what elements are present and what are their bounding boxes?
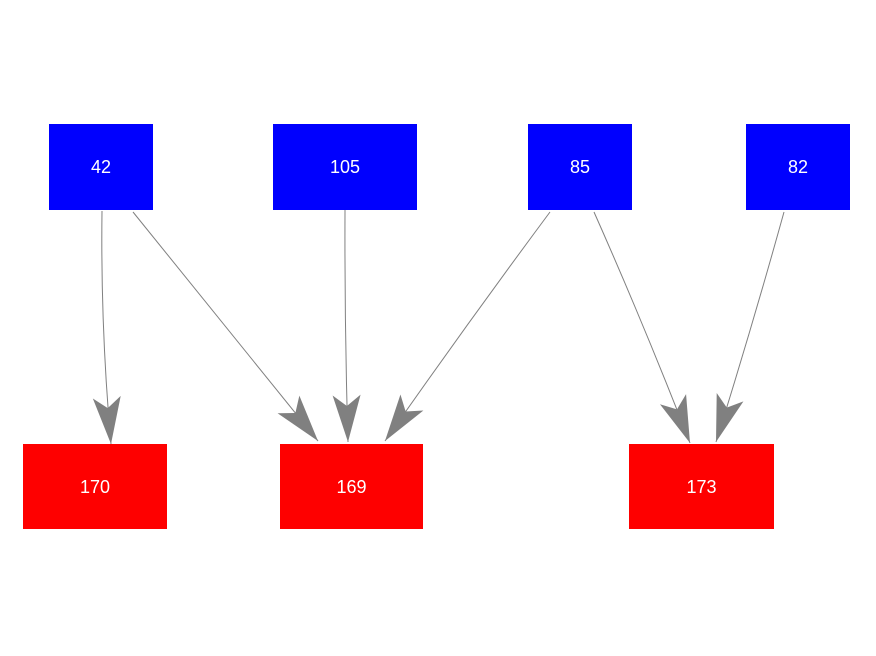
node-label: 82 bbox=[787, 157, 809, 177]
edge-line-42-to-169 bbox=[132, 211, 319, 442]
node-169: 169 bbox=[280, 444, 423, 529]
edge-line-85-to-169 bbox=[384, 211, 551, 442]
node-label: 173 bbox=[686, 476, 717, 497]
node-85: 85 bbox=[528, 124, 632, 210]
edge-line-85-to-173 bbox=[593, 211, 691, 444]
node-82: 82 bbox=[746, 124, 850, 210]
arrowhead-icon-85-to-169 bbox=[385, 394, 424, 441]
arrowhead-icon-105-to-169 bbox=[332, 394, 361, 442]
arrowhead-icon-85-to-173 bbox=[659, 394, 690, 443]
node-label: 42 bbox=[90, 157, 112, 177]
node-105: 105 bbox=[273, 124, 417, 210]
node-42: 42 bbox=[49, 124, 153, 210]
node-label: 85 bbox=[569, 157, 591, 177]
arrowhead-icon-42-to-169 bbox=[277, 395, 318, 441]
arrowhead-icon-42-to-170 bbox=[92, 395, 121, 444]
node-label: 170 bbox=[79, 476, 111, 497]
node-label: 105 bbox=[329, 157, 361, 177]
node-label: 169 bbox=[336, 476, 367, 497]
node-173: 173 bbox=[629, 444, 774, 529]
arrowhead-icon-82-to-173 bbox=[716, 392, 744, 442]
node-170: 170 bbox=[23, 444, 167, 529]
